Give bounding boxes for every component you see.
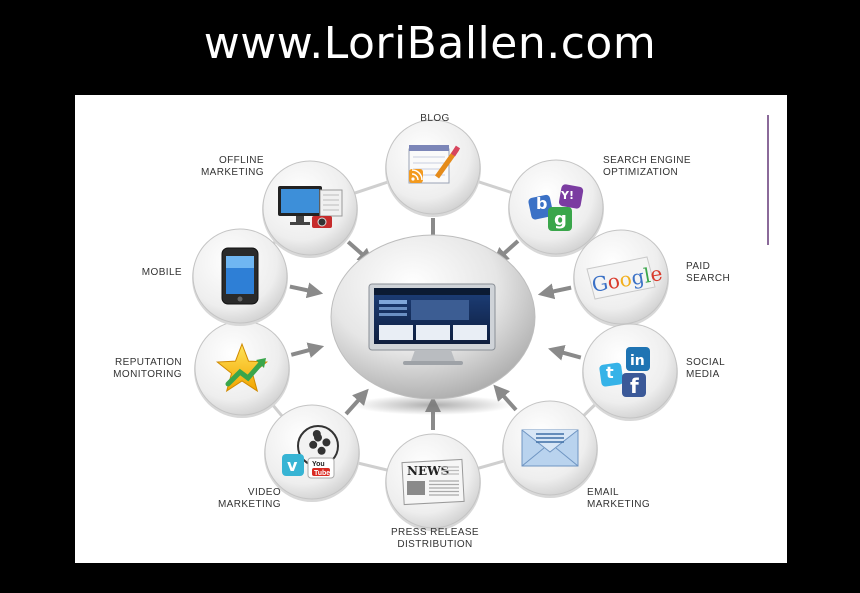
label-line: MARKETING: [217, 499, 281, 510]
label-mobile: MOBILE: [75, 267, 182, 279]
arrow-social: [548, 345, 582, 361]
svg-text:v: v: [287, 456, 298, 475]
tv-camera-icon: [278, 186, 343, 228]
search-engines-icon: b Y! g: [528, 184, 584, 231]
smartphone-icon: [221, 247, 259, 305]
node-email: [502, 400, 598, 498]
site-title: www.LoriBallen.com: [203, 18, 657, 69]
label-line: OFFLINE: [218, 155, 264, 166]
label-line: SEARCH: [686, 273, 731, 284]
node-paid-search: Google: [573, 229, 669, 327]
label-blog: BLOG: [420, 113, 449, 125]
label-line: SOCIAL: [686, 357, 726, 368]
label-line: MARKETING: [200, 167, 264, 178]
label-line: MARKETING: [587, 499, 651, 510]
label-line: MONITORING: [113, 369, 182, 380]
svg-text:t: t: [606, 363, 614, 382]
node-reputation: [194, 320, 290, 418]
star-icon: [215, 342, 269, 393]
hub-sphere: [330, 234, 536, 415]
notepad-rss-icon: [408, 145, 461, 184]
svg-text:You: You: [312, 461, 325, 468]
label-line: PAID: [686, 261, 711, 272]
node-blog: [385, 119, 481, 217]
arrow-reputation: [290, 342, 325, 358]
svg-text:NEWS: NEWS: [407, 464, 449, 478]
label-line: MOBILE: [141, 267, 182, 278]
google-logo-icon: Google: [586, 256, 664, 300]
newspaper-icon: NEWS: [401, 458, 465, 506]
monitor-icon: [368, 283, 496, 365]
label-line: EMAIL: [587, 487, 620, 498]
arrow-paid-search: [537, 283, 572, 300]
label-line: BLOG: [420, 113, 450, 124]
social-media-icon: tin f: [599, 347, 650, 398]
hub-shadow: [353, 395, 513, 415]
label-line: PRESS RELEASE: [390, 527, 480, 538]
svg-text:f: f: [630, 374, 639, 398]
label-line: OPTIMIZATION: [603, 167, 679, 178]
arrow-mobile: [289, 282, 324, 299]
node-offline: [262, 160, 358, 258]
label-line: VIDEO: [247, 487, 281, 498]
arrow-seo: [492, 239, 520, 264]
label-line: REPUTATION: [115, 357, 182, 368]
svg-text:Y!: Y!: [560, 189, 574, 202]
svg-text:in: in: [630, 353, 645, 369]
svg-text:b: b: [536, 194, 547, 213]
label-line: MEDIA: [686, 369, 720, 380]
node-seo: b Y! g: [508, 159, 604, 257]
envelope-icon: [521, 429, 579, 467]
node-press: NEWS: [385, 433, 481, 531]
arrow-email: [493, 384, 518, 412]
svg-text:Tube: Tube: [314, 470, 330, 477]
node-social: tin f: [582, 323, 678, 421]
svg-text:g: g: [554, 209, 567, 230]
node-mobile: [192, 228, 288, 326]
label-line: DISTRIBUTION: [397, 539, 473, 550]
svg-text:Google: Google: [590, 261, 664, 297]
label-line: SEARCH ENGINE: [603, 155, 691, 166]
